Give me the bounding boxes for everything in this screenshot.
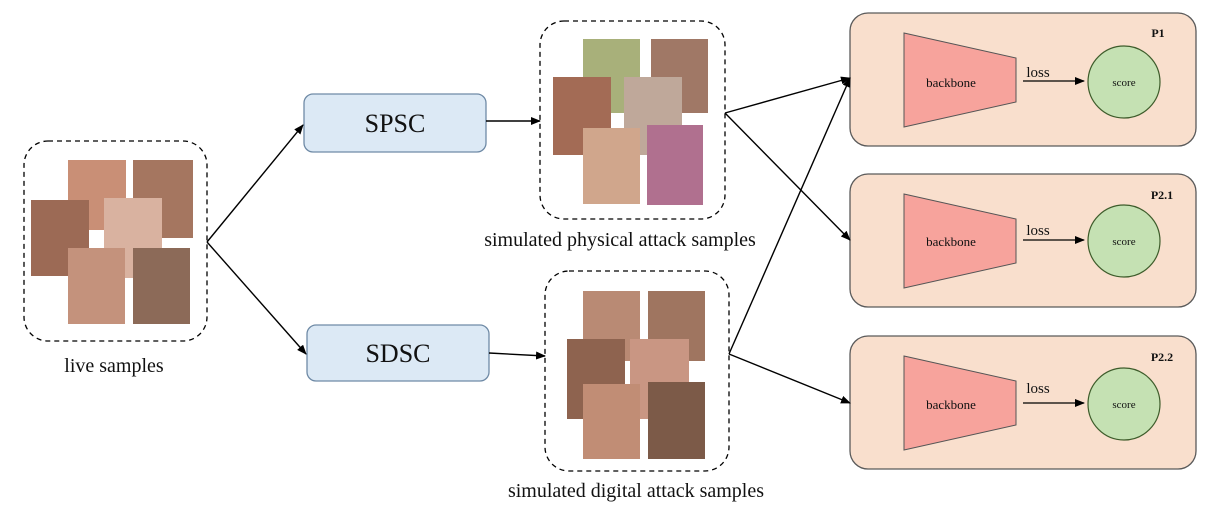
physical-samples-caption: simulated physical attack samples (484, 229, 756, 251)
loss-label: loss (1026, 65, 1050, 81)
live-sample-faces (31, 160, 193, 324)
spsc-box (303, 93, 487, 153)
face-image (133, 248, 190, 324)
score-circle (1087, 204, 1161, 278)
sdsc-label: SDSC (365, 339, 430, 368)
arrow-live-to-spsc (206, 124, 304, 243)
arrow-digital-to-p1 (728, 77, 851, 355)
panel-id-label: P1 (1151, 26, 1164, 40)
backbone-trapezoid (903, 32, 1017, 128)
backbone-label: backbone (926, 75, 976, 90)
backbone-label: backbone (926, 397, 976, 412)
live-samples-frame (23, 140, 208, 342)
arrow-live-to-sdsc (206, 241, 307, 355)
panel-p2-2: backbone loss score P2.2 (849, 335, 1197, 470)
panel-p2-1: backbone loss score P2.1 (849, 173, 1197, 308)
panel-id-label: P2.2 (1151, 350, 1173, 364)
panel-p1: backbone loss score P1 (849, 12, 1197, 147)
panel-id-label: P2.1 (1151, 188, 1173, 202)
arrow-physical-to-p1 (724, 76, 851, 114)
arrow-digital-to-p2-2 (728, 353, 851, 404)
score-circle (1087, 45, 1161, 119)
face-image (583, 128, 640, 204)
flow-arrows (206, 76, 851, 404)
arrow-sdsc-to-digital (488, 351, 546, 360)
score-label: score (1112, 399, 1135, 411)
arrow-physical-to-p2-1 (724, 112, 851, 241)
digital-samples-frame (544, 270, 730, 472)
face-image (583, 384, 640, 459)
live-samples-caption: live samples (64, 355, 164, 377)
face-image (647, 125, 703, 205)
spsc-label: SPSC (365, 109, 426, 138)
backbone-label: backbone (926, 234, 976, 249)
backbone-trapezoid (903, 355, 1017, 451)
score-circle (1087, 367, 1161, 441)
digital-samples-caption: simulated digital attack samples (508, 480, 764, 502)
face-image (648, 382, 705, 459)
face-image (68, 248, 125, 324)
score-label: score (1112, 236, 1135, 248)
backbone-trapezoid (903, 193, 1017, 289)
loss-label: loss (1026, 223, 1050, 239)
loss-label: loss (1026, 381, 1050, 397)
score-label: score (1112, 77, 1135, 89)
physical-attack-faces (553, 39, 708, 205)
digital-attack-faces (567, 291, 705, 459)
